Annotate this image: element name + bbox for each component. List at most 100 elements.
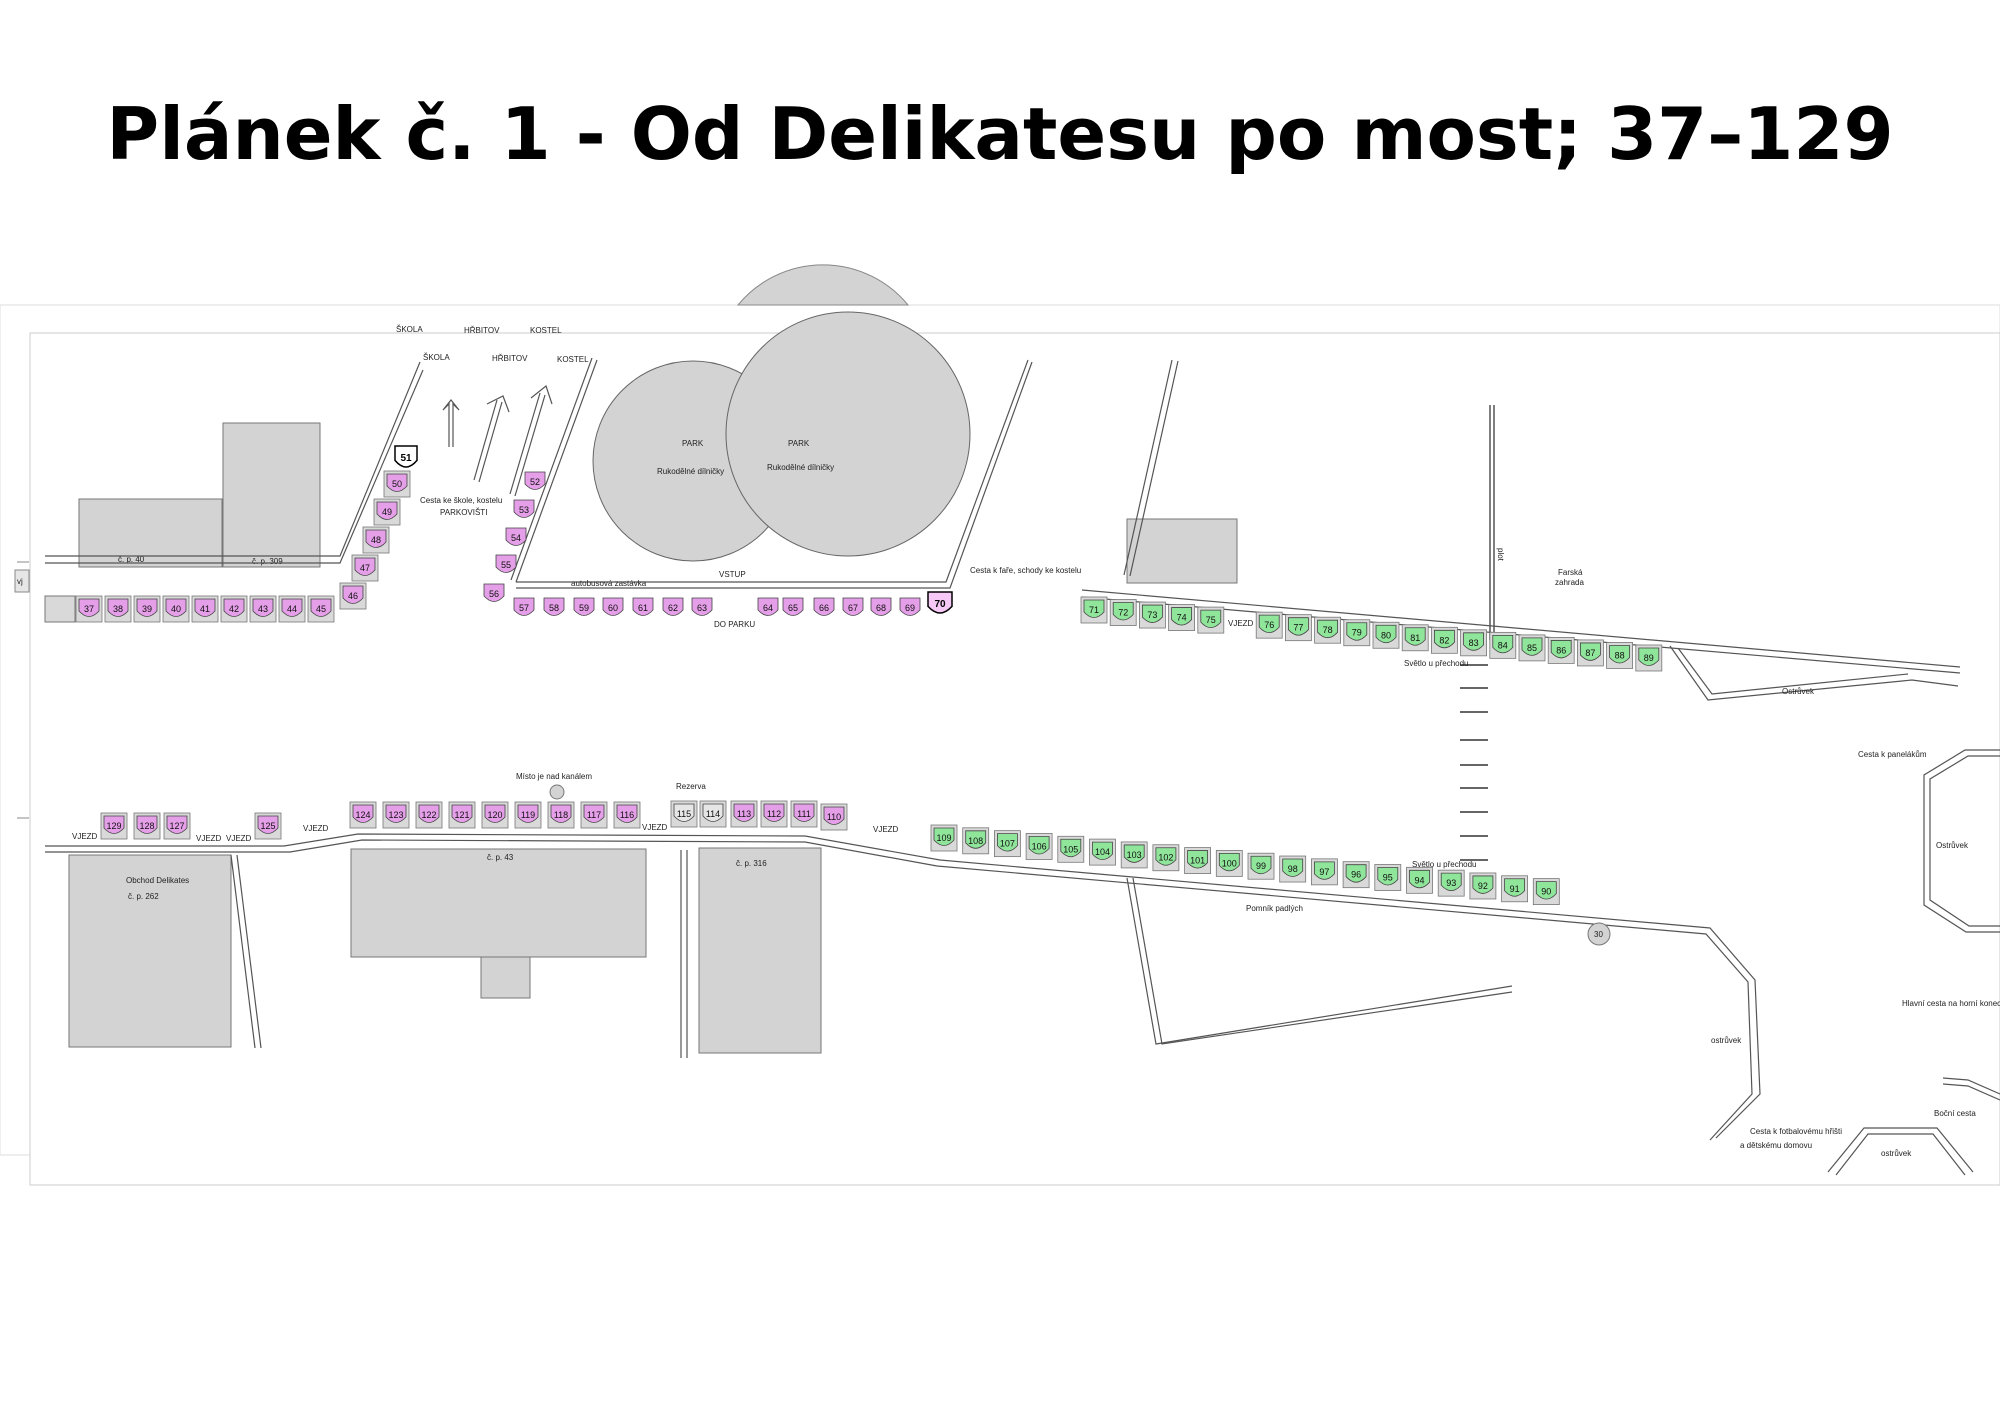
stall-58[interactable]: 58 — [543, 597, 565, 616]
stall-124[interactable]: 124 — [349, 801, 377, 829]
stall-65[interactable]: 65 — [782, 597, 804, 616]
stall-84[interactable]: 84 — [1489, 631, 1517, 659]
stall-91[interactable]: 91 — [1501, 875, 1528, 903]
stall-49[interactable]: 49 — [373, 498, 401, 526]
stall-44[interactable]: 44 — [278, 595, 306, 623]
stall-61[interactable]: 61 — [632, 597, 654, 616]
stall-113[interactable]: 113 — [730, 800, 758, 828]
stall-102[interactable]: 102 — [1152, 844, 1180, 872]
stall-116[interactable]: 116 — [613, 801, 641, 829]
stall-number: 97 — [1319, 867, 1329, 877]
stall-51[interactable]: 51 — [394, 445, 418, 468]
stall-87[interactable]: 87 — [1577, 639, 1604, 667]
stall-96[interactable]: 96 — [1342, 861, 1370, 889]
stall-50[interactable]: 50 — [383, 470, 411, 498]
building-cp316 — [698, 847, 822, 1054]
stall-82[interactable]: 82 — [1431, 626, 1458, 654]
stall-77[interactable]: 77 — [1285, 614, 1312, 642]
stall-68[interactable]: 68 — [870, 597, 892, 616]
stall-97[interactable]: 97 — [1311, 858, 1338, 886]
stall-76[interactable]: 76 — [1255, 611, 1283, 639]
stall-64[interactable]: 64 — [757, 597, 779, 616]
stall-number: 113 — [737, 809, 751, 819]
stall-83[interactable]: 83 — [1460, 629, 1487, 657]
stall-79[interactable]: 79 — [1343, 619, 1371, 647]
label-vstup: VSTUP — [719, 570, 746, 579]
stall-120[interactable]: 120 — [481, 801, 509, 829]
stall-110[interactable]: 110 — [820, 803, 848, 831]
stall-106[interactable]: 106 — [1025, 833, 1053, 860]
stall-66[interactable]: 66 — [813, 597, 835, 616]
stall-39[interactable]: 39 — [133, 595, 161, 623]
label-svetlo-1: Světlo u přechodu — [1404, 659, 1469, 668]
stall-53[interactable]: 53 — [513, 499, 535, 518]
stall-98[interactable]: 98 — [1279, 855, 1307, 883]
stall-109[interactable]: 109 — [930, 824, 958, 852]
stall-38[interactable]: 38 — [104, 595, 132, 623]
stall-117[interactable]: 117 — [580, 801, 608, 829]
stall-93[interactable]: 93 — [1437, 869, 1465, 897]
stall-104[interactable]: 104 — [1089, 838, 1116, 866]
stall-92[interactable]: 92 — [1469, 872, 1497, 900]
stall-105[interactable]: 105 — [1057, 835, 1085, 863]
stall-112[interactable]: 112 — [760, 800, 788, 828]
stall-90[interactable]: 90 — [1532, 878, 1560, 906]
stall-111[interactable]: 111 — [790, 800, 818, 828]
stall-52[interactable]: 52 — [524, 471, 546, 490]
stall-54[interactable]: 54 — [505, 527, 527, 546]
stall-47[interactable]: 47 — [351, 554, 379, 582]
stall-73[interactable]: 73 — [1139, 601, 1166, 629]
stall-94[interactable]: 94 — [1406, 866, 1433, 894]
stall-67[interactable]: 67 — [842, 597, 864, 616]
stall-129[interactable]: 129 — [100, 812, 128, 840]
stall-45[interactable]: 45 — [307, 595, 335, 623]
stall-123[interactable]: 123 — [382, 801, 410, 829]
stall-40[interactable]: 40 — [162, 595, 190, 623]
stall-69[interactable]: 69 — [899, 597, 921, 616]
stall-57[interactable]: 57 — [513, 597, 535, 616]
stall-62[interactable]: 62 — [662, 597, 684, 616]
stall-70[interactable]: 70 — [927, 591, 953, 614]
stall-118[interactable]: 118 — [547, 801, 575, 829]
stall-86[interactable]: 86 — [1547, 637, 1575, 664]
stall-95[interactable]: 95 — [1374, 864, 1402, 891]
stall-115[interactable]: 115 — [670, 800, 698, 828]
label-svetlo-2: Světlo u přechodu — [1412, 860, 1477, 869]
stall-89[interactable]: 89 — [1635, 644, 1663, 672]
stall-72[interactable]: 72 — [1109, 599, 1137, 626]
stall-41[interactable]: 41 — [191, 595, 219, 623]
stall-99[interactable]: 99 — [1247, 852, 1275, 880]
park-label-1: PARK — [682, 439, 704, 448]
stall-74[interactable]: 74 — [1168, 604, 1195, 631]
stall-128[interactable]: 128 — [133, 812, 161, 840]
stall-55[interactable]: 55 — [495, 554, 517, 573]
stall-42[interactable]: 42 — [220, 595, 248, 623]
stall-108[interactable]: 108 — [962, 827, 990, 855]
stall-85[interactable]: 85 — [1518, 634, 1546, 662]
stall-60[interactable]: 60 — [602, 597, 624, 616]
stall-81[interactable]: 81 — [1401, 624, 1429, 652]
stall-78[interactable]: 78 — [1314, 616, 1341, 644]
stall-48[interactable]: 48 — [362, 526, 390, 554]
stall-121[interactable]: 121 — [448, 801, 476, 829]
stall-119[interactable]: 119 — [514, 801, 542, 829]
stall-80[interactable]: 80 — [1372, 621, 1400, 649]
stall-88[interactable]: 88 — [1606, 642, 1633, 669]
stall-127[interactable]: 127 — [163, 812, 191, 840]
stall-71[interactable]: 71 — [1080, 596, 1108, 624]
stall-125[interactable]: 125 — [254, 812, 282, 840]
stall-75[interactable]: 75 — [1197, 606, 1225, 634]
stall-46[interactable]: 46 — [339, 582, 367, 610]
stall-101[interactable]: 101 — [1184, 847, 1211, 874]
stall-63[interactable]: 63 — [691, 597, 713, 616]
stall-100[interactable]: 100 — [1215, 849, 1243, 877]
stall-114[interactable]: 114 — [699, 800, 727, 828]
stall-43[interactable]: 43 — [249, 595, 277, 623]
stall-56[interactable]: 56 — [483, 583, 505, 602]
stall-59[interactable]: 59 — [573, 597, 595, 616]
stall-37[interactable]: 37 — [75, 595, 103, 623]
stall-number: 124 — [355, 810, 370, 820]
stall-107[interactable]: 107 — [994, 830, 1021, 858]
stall-122[interactable]: 122 — [415, 801, 443, 829]
stall-103[interactable]: 103 — [1120, 841, 1148, 869]
